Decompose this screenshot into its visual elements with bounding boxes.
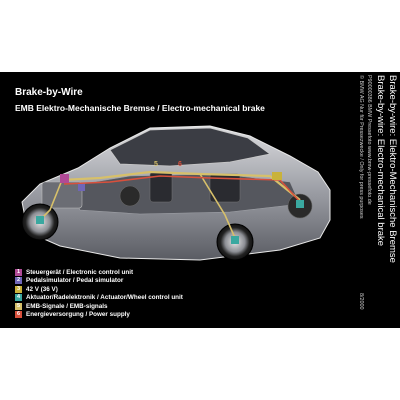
vertical-photo-credit: P90000386 BMW Pressefoto www.bmw-pressef… <box>366 75 372 205</box>
legend-number-badge: 2 <box>15 277 22 285</box>
front-right-wheel <box>119 185 141 207</box>
legend-label: Aktuator/Radelektronik / Actuator/Wheel … <box>26 294 183 302</box>
legend-item: 1 Steuergerät / Electronic control unit <box>15 268 183 277</box>
callout-6: 6 <box>178 161 182 168</box>
vertical-caption: Brake-by-wire: Elektro-Mechanische Brems… <box>336 75 398 325</box>
car-cutaway-illustration: 5 6 <box>21 125 331 261</box>
legend-item: 4 Aktuator/Radelektronik / Actuator/Wheel… <box>15 294 183 303</box>
legend-number-badge: 4 <box>15 294 22 302</box>
control-unit-marker <box>60 174 69 183</box>
legend-label: 42 V (36 V) <box>26 285 58 293</box>
legend-number-badge: 1 <box>15 268 22 276</box>
actuator-front-marker <box>36 216 44 224</box>
actuator-right-marker <box>296 200 304 208</box>
actuator-rear-marker <box>231 236 239 244</box>
legend-label: EMB-Signale / EMB-signals <box>26 302 108 310</box>
legend-item: 2 Pedalsimulator / Pedal simulator <box>15 277 183 286</box>
engine-block <box>41 181 83 209</box>
legend-label: Steuergerät / Electronic control unit <box>26 268 134 276</box>
pedal-simulator-marker <box>78 184 85 191</box>
vertical-title-english: Brake-by-wire: Electro-mechanical brake <box>375 75 386 247</box>
callout-5: 5 <box>154 161 158 168</box>
vertical-copyright: © BMW AG Nur für Pressezwecke / Only for… <box>358 75 364 219</box>
vertical-title-german: Brake-by-wire: Elektro-Mechanische Brems… <box>387 75 398 263</box>
legend-label: Energieversorgung / Power supply <box>26 311 130 319</box>
legend-item: 6 Energieversorgung / Power supply <box>15 311 183 320</box>
legend-number-badge: 3 <box>15 285 22 293</box>
roof-frame <box>109 127 271 167</box>
legend-label: Pedalsimulator / Pedal simulator <box>26 277 124 285</box>
legend-item: 3 42 V (36 V) <box>15 285 183 294</box>
slide-subtitle: EMB Elektro-Mechanische Bremse / Electro… <box>15 103 265 113</box>
legend-number-badge: 5 <box>15 302 22 310</box>
vertical-date: 8/2000 <box>358 293 364 310</box>
legend-item: 5 EMB-Signale / EMB-signals <box>15 302 183 311</box>
press-slide: Brake-by-Wire EMB Elektro-Mechanische Br… <box>0 72 400 328</box>
battery-42v-marker <box>272 172 282 180</box>
emb-signal-wire-rear <box>199 173 236 239</box>
slide-title: Brake-by-Wire <box>15 87 83 98</box>
legend-number-badge: 6 <box>15 311 22 319</box>
power-supply-wire <box>63 175 303 205</box>
